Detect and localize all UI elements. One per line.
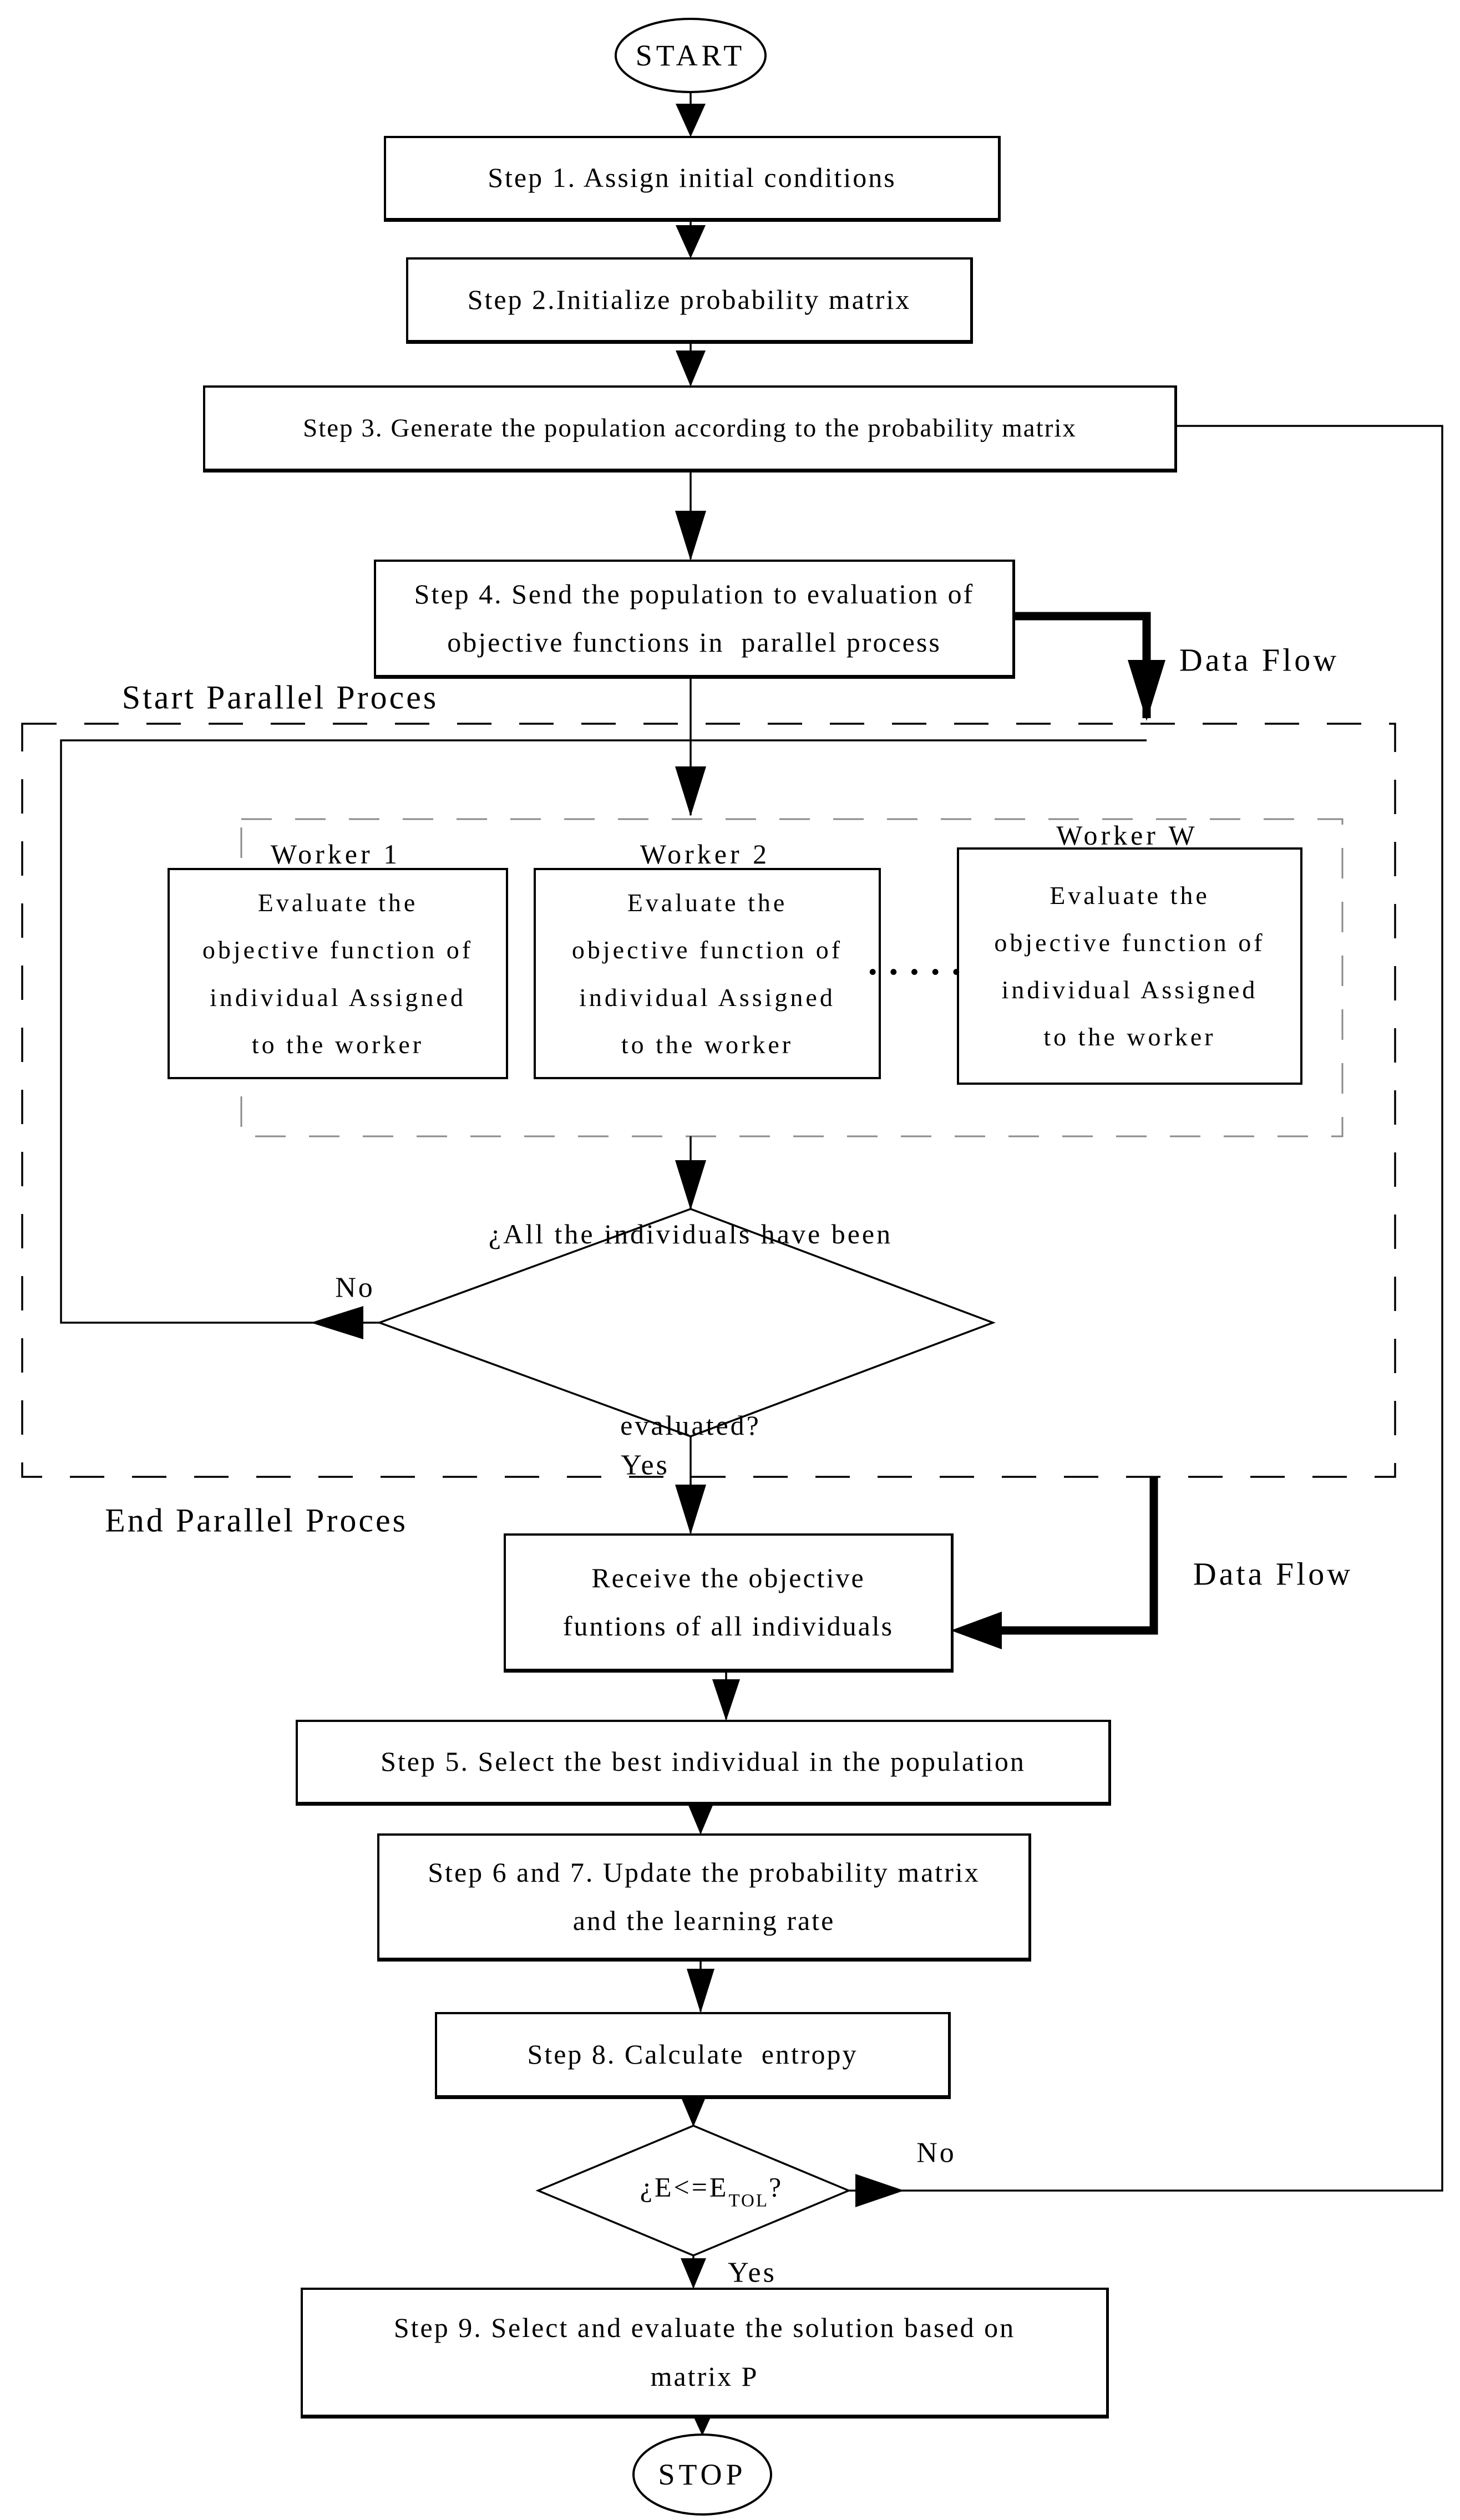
step67-text-line2: and the learning rate — [572, 1905, 835, 1936]
receive-text-line2: funtions of all individuals — [562, 1610, 894, 1642]
step9-text-line2: matrix P — [650, 2360, 759, 2392]
arrowhead-data-flow-bottom — [951, 1612, 1002, 1649]
step4-text-line1: Step 4. Send the population to evaluatio… — [414, 578, 975, 609]
start-label: START — [635, 39, 746, 72]
workers-dashed-box — [240, 818, 1344, 1137]
worker1-text: to the worker — [251, 1030, 424, 1059]
decision2-pre: ¿E<=E — [640, 2171, 729, 2203]
parallel-region-dashed-box — [21, 723, 1396, 1478]
arrowhead-step8-decision2 — [681, 2096, 706, 2127]
decision1-line2: evaluated? — [620, 1410, 761, 1441]
decision2-diamond — [535, 2125, 851, 2257]
worker3-text: to the worker — [1043, 1023, 1216, 1051]
worker3-box: Evaluate the objective function of indiv… — [957, 847, 1302, 1085]
decision1-yes-label: Yes — [621, 1449, 670, 1481]
receive-text-line1: Receive the objective — [591, 1562, 865, 1593]
arrowhead-step2-step3 — [676, 350, 706, 387]
arrowhead-receive-step5 — [712, 1679, 740, 1721]
decision2-suffix: ? — [769, 2171, 784, 2203]
step2-box: Step 2.Initialize probability matrix — [406, 257, 973, 344]
worker2-text: individual Assigned — [579, 983, 835, 1012]
data-flow-arrow-top-line — [1010, 612, 1151, 718]
worker2-text: objective function of — [571, 936, 843, 964]
start-ellipse — [615, 18, 767, 93]
step2-text: Step 2.Initialize probability matrix — [467, 283, 911, 315]
end-parallel-label: End Parallel Proces — [105, 1502, 408, 1539]
step1-box: Step 1. Assign initial conditions — [384, 136, 1001, 222]
step1-text: Step 1. Assign initial conditions — [488, 162, 896, 194]
worker3-text: individual Assigned — [1001, 976, 1258, 1004]
decision1-line1: ¿All the individuals have been — [488, 1218, 893, 1249]
arrowhead-step5-step67 — [688, 1804, 713, 1835]
worker1-box: Evaluate the objective function of indiv… — [168, 868, 508, 1079]
step4-box: Step 4. Send the population to evaluatio… — [374, 560, 1015, 679]
receive-box: Receive the objective funtions of all in… — [504, 1533, 954, 1673]
arrowhead-data-flow-top — [1128, 660, 1165, 721]
arrowhead-no1-left — [311, 1306, 363, 1339]
step3-box: Step 3. Generate the population accordin… — [203, 385, 1177, 472]
decision2-yes-label: Yes — [728, 2257, 777, 2289]
arrowhead-workers-decision1 — [675, 1160, 706, 1210]
decision2-no-label: No — [916, 2137, 956, 2169]
worker1-text: individual Assigned — [210, 983, 466, 1012]
decision1-text: ¿All the individuals have been evaluated… — [489, 1075, 893, 1585]
worker3-text: Evaluate the — [1050, 881, 1210, 910]
step67-box: Step 6 and 7. Update the probability mat… — [377, 1833, 1031, 1962]
worker3-title: Worker W — [1056, 820, 1198, 851]
decision2-subscript: TOL — [728, 2191, 769, 2211]
worker2-text: to the worker — [621, 1030, 794, 1059]
worker2-title: Worker 2 — [640, 839, 770, 870]
worker3-text: objective function of — [994, 928, 1265, 957]
worker1-text: Evaluate the — [257, 888, 418, 917]
arrowhead-no2-right — [855, 2174, 904, 2207]
decision1-diamond — [376, 1208, 996, 1437]
step4-text-line2: objective functions in parallel process — [447, 627, 941, 658]
arrowhead-decision1-receive — [675, 1485, 706, 1535]
worker2-text: Evaluate the — [627, 888, 788, 917]
arrowhead-step67-step8 — [687, 1969, 714, 2013]
arrowhead-step3-step4 — [675, 511, 706, 561]
stop-label: STOP — [658, 2458, 747, 2491]
worker1-title: Worker 1 — [270, 839, 401, 870]
step67-text-line1: Step 6 and 7. Update the probability mat… — [428, 1856, 980, 1888]
parallel-return-loop-line — [60, 739, 1147, 1324]
feedback-loop-line — [849, 425, 1443, 2192]
step5-text: Step 5. Select the best individual in th… — [381, 1746, 1026, 1777]
step8-box: Step 8. Calculate entropy — [435, 2012, 951, 2099]
decision1-no-label: No — [335, 1272, 375, 1304]
step5-box: Step 5. Select the best individual in th… — [296, 1720, 1111, 1806]
arrowhead-start-step1 — [676, 104, 706, 137]
worker2-box: Evaluate the objective function of indiv… — [534, 868, 881, 1079]
data-flow-top-label: Data Flow — [1179, 642, 1340, 678]
step9-box: Step 9. Select and evaluate the solution… — [301, 2288, 1109, 2419]
arrowhead-decision2-step9 — [681, 2258, 706, 2289]
data-flow-arrow-bottom-line — [998, 1477, 1158, 1635]
step3-text: Step 3. Generate the population accordin… — [303, 413, 1077, 443]
step9-text-line1: Step 9. Select and evaluate the solution… — [393, 2312, 1016, 2343]
start-parallel-label: Start Parallel Proces — [121, 679, 439, 716]
decision2-text: ¿E<=ETOL? — [604, 2146, 783, 2238]
step8-text: Step 8. Calculate entropy — [527, 2039, 858, 2070]
arrowhead-step4-workers — [675, 766, 706, 816]
worker1-text: objective function of — [202, 936, 474, 964]
data-flow-bottom-label: Data Flow — [1193, 1556, 1353, 1592]
arrowhead-step1-step2 — [676, 225, 706, 258]
